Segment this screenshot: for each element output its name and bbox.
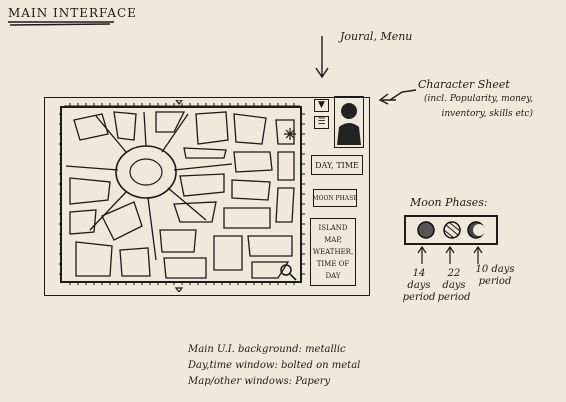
title-underline — [8, 21, 114, 26]
character-portrait[interactable] — [334, 96, 364, 148]
character-sheet-arrow — [378, 89, 417, 105]
moon-period-3: 10 days period — [475, 264, 515, 287]
note-background: Main U.I. background: metallic — [188, 344, 346, 355]
compass-rose-icon — [284, 128, 296, 140]
character-avatar-icon — [337, 103, 361, 145]
island-info-window[interactable]: ISLAND MAP, WEATHER, TIME OF DAY — [310, 218, 356, 286]
menu-icon: ☰ — [317, 117, 326, 127]
moon-period-1: 14 days period — [402, 268, 436, 303]
moon-phase-arrows — [417, 245, 483, 264]
journal-button[interactable]: ▼ — [314, 99, 329, 112]
day-time-window: DAY, TIME — [311, 155, 363, 175]
moon-phase-icons — [417, 221, 485, 239]
moon-phases-title: Moon Phases: — [410, 196, 488, 209]
moon-phase-window[interactable]: MOON PHASE — [312, 189, 358, 207]
main-ui-frame — [44, 97, 370, 296]
note-map-windows: Map/other windows: Papery — [188, 376, 331, 387]
journal-arrow — [315, 36, 329, 79]
moon-phases-panel[interactable] — [404, 215, 498, 245]
journal-icon: ▼ — [318, 100, 325, 110]
character-sheet-annotation: Character Sheet — [418, 78, 510, 91]
journal-menu-annotation: Joural, Menu — [340, 30, 413, 43]
moon-period-2: 22 days period — [437, 268, 471, 303]
magnifier-icon — [280, 264, 297, 281]
menu-button[interactable]: ☰ — [314, 116, 329, 129]
page-title: MAIN INTERFACE — [8, 6, 137, 20]
note-day-time: Day,time window: bolted on metal — [188, 360, 361, 371]
city-map[interactable] — [56, 100, 308, 292]
character-sheet-detail: (incl. Popularity, money, inventory, ski… — [424, 94, 533, 119]
